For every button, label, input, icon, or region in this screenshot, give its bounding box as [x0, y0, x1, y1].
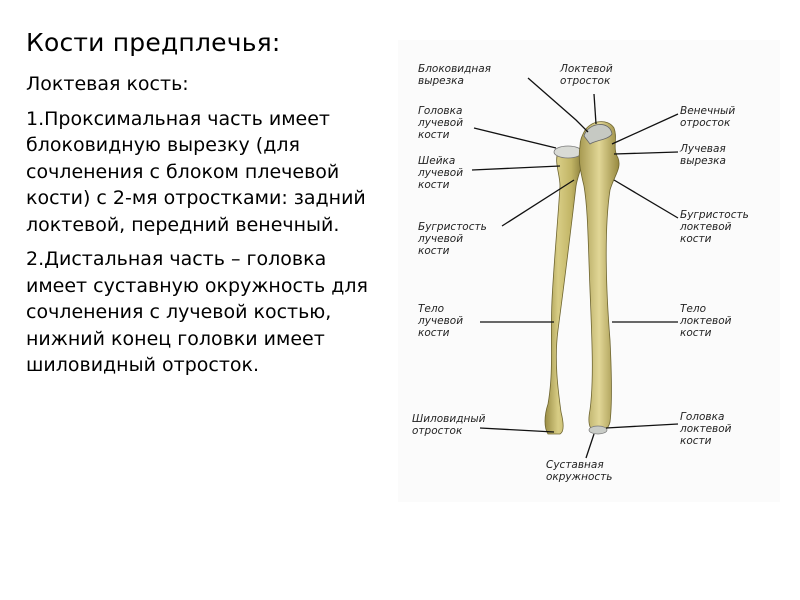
ulna-head — [588, 425, 608, 435]
paragraph-ulna-heading: Локтевая кость: — [26, 73, 189, 95]
text-column: Кости предплечья: Локтевая кость: 1.Прок… — [26, 28, 376, 387]
trochlear-notch — [583, 124, 613, 145]
ulna-bone — [578, 121, 620, 433]
paragraph-distal-part: 2.Дистальная часть – головка имеет суста… — [26, 248, 368, 376]
radius-head — [553, 145, 583, 159]
radius-bone — [544, 147, 583, 435]
slide-title: Кости предплечья: — [26, 28, 281, 57]
paragraph-proximal-part: 1.Проксимальная часть имеет блоковидную … — [26, 107, 366, 236]
